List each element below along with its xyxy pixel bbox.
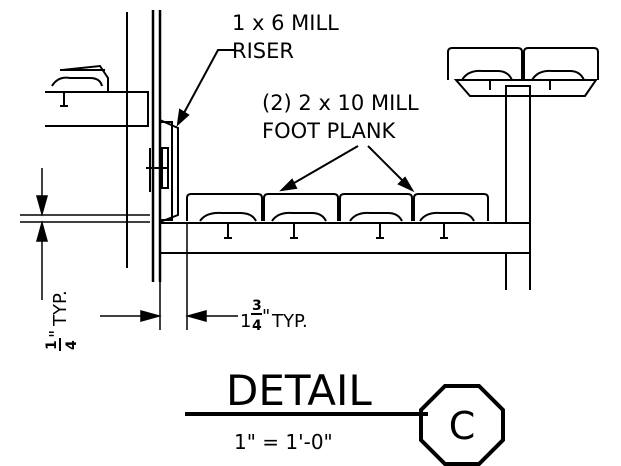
plank-2-clamp — [271, 211, 327, 222]
right-post — [505, 85, 531, 224]
foot-plank-2 — [263, 193, 339, 221]
dim-arrow-lower — [36, 220, 48, 242]
detail-scale: 1" = 1'-0" — [234, 430, 333, 454]
plank-4-clamp — [419, 211, 475, 222]
plank-1-clamp — [199, 211, 257, 222]
upper-left-clamp-arc — [51, 76, 103, 87]
riser-label-line2: RISER — [232, 39, 294, 63]
structure — [45, 10, 599, 290]
plank-3-clamp — [349, 211, 403, 222]
upper-right-bracket — [453, 79, 598, 97]
dim-134-inch: " — [262, 306, 270, 327]
plank-label-line2: FOOT PLANK — [262, 119, 397, 143]
upper-right-clamp-1 — [461, 69, 513, 81]
plank-leader-right-arrow — [397, 176, 415, 193]
dimension-quarter-inch — [20, 168, 150, 300]
riser-plate — [161, 147, 169, 189]
foot-plank-4 — [413, 193, 489, 221]
foot-plank-3 — [339, 193, 413, 221]
plank-leader-left — [281, 145, 359, 191]
foot-plank-1 — [186, 193, 263, 221]
dim-134-den: 4 — [252, 318, 262, 334]
detail-title: DETAIL — [226, 366, 372, 415]
dim-arrow-right — [185, 310, 207, 322]
plank-leader-left-arrow — [279, 178, 298, 192]
dim-arrow-upper — [36, 195, 48, 217]
dim-arrow-left — [140, 310, 162, 322]
dim-134-suffix: TYP. — [271, 311, 308, 332]
dim-quarter-suffix: TYP. — [50, 290, 71, 327]
riser-clamp — [159, 119, 179, 223]
dim-quarter-whole: 1 — [44, 340, 60, 350]
main-beam — [159, 222, 531, 254]
dim-quarter-inch: " — [46, 330, 67, 338]
detail-marker-octagon — [419, 384, 505, 466]
dim-134-whole: 1 — [240, 311, 251, 332]
dim-quarter-label: 1 4 " TYP. — [44, 290, 80, 351]
leaders — [176, 49, 415, 193]
upper-right-plank-2 — [523, 47, 599, 80]
dim-one-three-quarter-label: 1 3 4 " TYP. — [240, 298, 308, 334]
upper-right-plank-1 — [447, 47, 523, 80]
upper-left-plank — [45, 91, 149, 127]
dim-134-num: 3 — [252, 298, 262, 314]
detail-marker-letter: C — [449, 404, 476, 448]
dimension-one-three-quarter — [100, 223, 238, 330]
dim-quarter-den: 4 — [64, 340, 80, 350]
riser-leader-arrow — [176, 108, 190, 127]
riser-leader — [177, 49, 236, 125]
plank-label-line1: (2) 2 x 10 MILL — [262, 91, 419, 115]
upper-left-clamp — [61, 64, 109, 92]
riser-label-line1: 1 x 6 MILL — [232, 11, 339, 35]
upper-right-clamp-2 — [531, 69, 585, 81]
